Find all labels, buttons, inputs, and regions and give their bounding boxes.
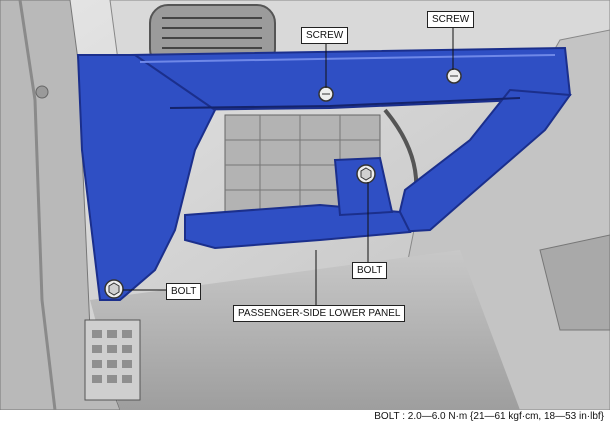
panel-left-leg: [76, 54, 217, 301]
door-seal: [18, 0, 57, 410]
label-screw-right: SCREW: [427, 11, 475, 28]
leader-lines: [123, 24, 454, 305]
panel-right-leg: [393, 88, 572, 234]
panel-center-bracket: [333, 156, 394, 217]
label-bolt-center: BOLT: [352, 262, 388, 279]
passenger-side-lower-panel: [76, 46, 572, 301]
door-hinge: [35, 85, 49, 99]
lower-trim: [539, 234, 610, 331]
bolt-lower-left: [104, 279, 124, 299]
screw-right: [446, 68, 462, 84]
torque-spec-bar: BOLT : 2.0—6.0 N·m {21—61 kgf·cm, 18—53 …: [0, 410, 610, 425]
label-passenger-side-lower-panel: PASSENGER-SIDE LOWER PANEL: [233, 305, 406, 322]
fuse-box-slots: [92, 330, 132, 383]
panel-bottom-beam: [184, 203, 412, 250]
screw-left: [318, 86, 334, 102]
panel-edge-shadow: [169, 97, 521, 109]
label-screw-left: SCREW: [301, 27, 349, 44]
panel-highlight: [139, 54, 556, 63]
dashboard-illustration: [0, 0, 610, 410]
label-bolt-lower: BOLT: [166, 283, 202, 300]
bolt-center: [356, 164, 376, 184]
torque-spec-text: BOLT : 2.0—6.0 N·m {21—61 kgf·cm, 18—53 …: [374, 411, 604, 422]
